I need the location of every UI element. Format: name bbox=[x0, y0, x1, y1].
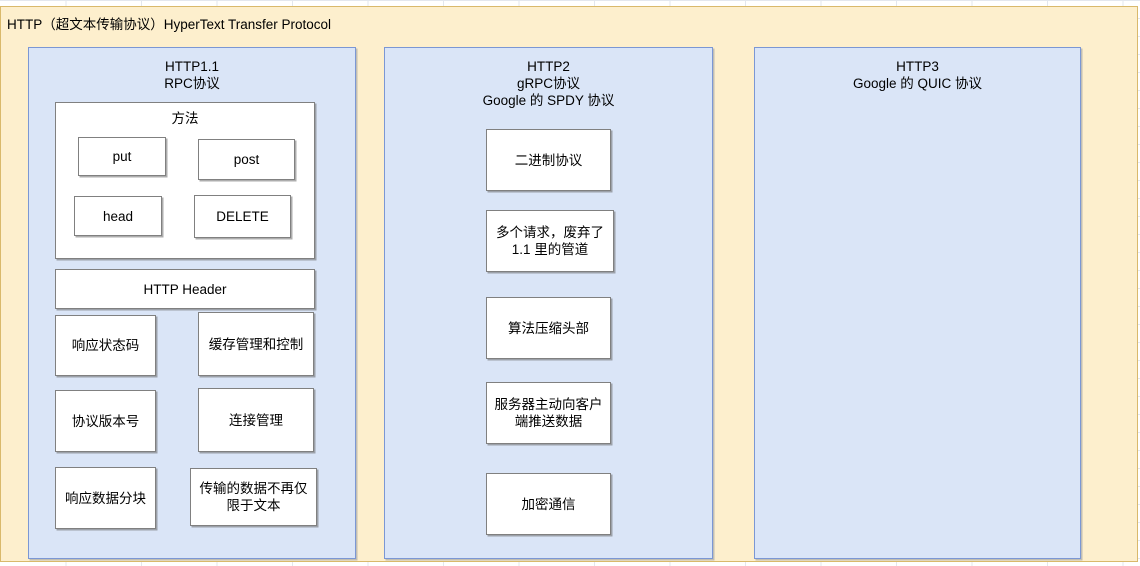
node-method-head[interactable]: head bbox=[74, 196, 162, 236]
http-overview-card: HTTP（超文本传输协议）HyperText Transfer Protocol… bbox=[0, 6, 1138, 562]
column-http2[interactable]: HTTP2 gRPC协议 Google 的 SPDY 协议 二进制协议 多个请求… bbox=[384, 47, 713, 559]
node-multiplexing[interactable]: 多个请求，废弃了 1.1 里的管道 bbox=[486, 210, 614, 272]
column-http2-heading: HTTP2 gRPC协议 Google 的 SPDY 协议 bbox=[385, 58, 712, 109]
node-non-text-data[interactable]: 传输的数据不再仅限于文本 bbox=[190, 468, 317, 526]
column-http1-heading-line-1: HTTP1.1 bbox=[164, 59, 219, 74]
node-method-put[interactable]: put bbox=[78, 137, 166, 176]
column-http1-heading-line-2: RPC协议 bbox=[164, 76, 220, 91]
node-status-code[interactable]: 响应状态码 bbox=[55, 315, 156, 376]
node-http-header[interactable]: HTTP Header bbox=[55, 269, 315, 309]
column-http3-heading-line-1: HTTP3 bbox=[896, 59, 939, 74]
column-http1-heading: HTTP1.1 RPC协议 bbox=[29, 58, 355, 92]
node-method-post[interactable]: post bbox=[198, 139, 295, 180]
column-http3-heading: HTTP3 Google 的 QUIC 协议 bbox=[755, 58, 1080, 92]
column-http2-heading-line-1: HTTP2 bbox=[527, 59, 570, 74]
node-binary-protocol[interactable]: 二进制协议 bbox=[486, 129, 611, 191]
node-method-delete[interactable]: DELETE bbox=[194, 195, 291, 238]
node-cache-control[interactable]: 缓存管理和控制 bbox=[198, 312, 314, 376]
node-connection-management[interactable]: 连接管理 bbox=[198, 388, 314, 452]
node-protocol-version[interactable]: 协议版本号 bbox=[55, 390, 156, 452]
node-server-push[interactable]: 服务器主动向客户端推送数据 bbox=[486, 382, 611, 444]
column-http2-heading-line-2: gRPC协议 bbox=[516, 76, 580, 91]
column-http1[interactable]: HTTP1.1 RPC协议 方法 put post head DELETE HT… bbox=[28, 47, 356, 559]
node-encrypted-communication[interactable]: 加密通信 bbox=[486, 473, 611, 535]
node-response-chunking[interactable]: 响应数据分块 bbox=[55, 467, 156, 529]
column-http3-heading-line-2: Google 的 QUIC 协议 bbox=[852, 76, 983, 91]
group-methods-label: 方法 bbox=[171, 111, 199, 126]
node-header-compression[interactable]: 算法压缩头部 bbox=[486, 297, 611, 359]
page-title: HTTP（超文本传输协议）HyperText Transfer Protocol bbox=[7, 17, 332, 32]
column-http3[interactable]: HTTP3 Google 的 QUIC 协议 bbox=[754, 47, 1081, 559]
column-http2-heading-line-3: Google 的 SPDY 协议 bbox=[482, 93, 615, 108]
